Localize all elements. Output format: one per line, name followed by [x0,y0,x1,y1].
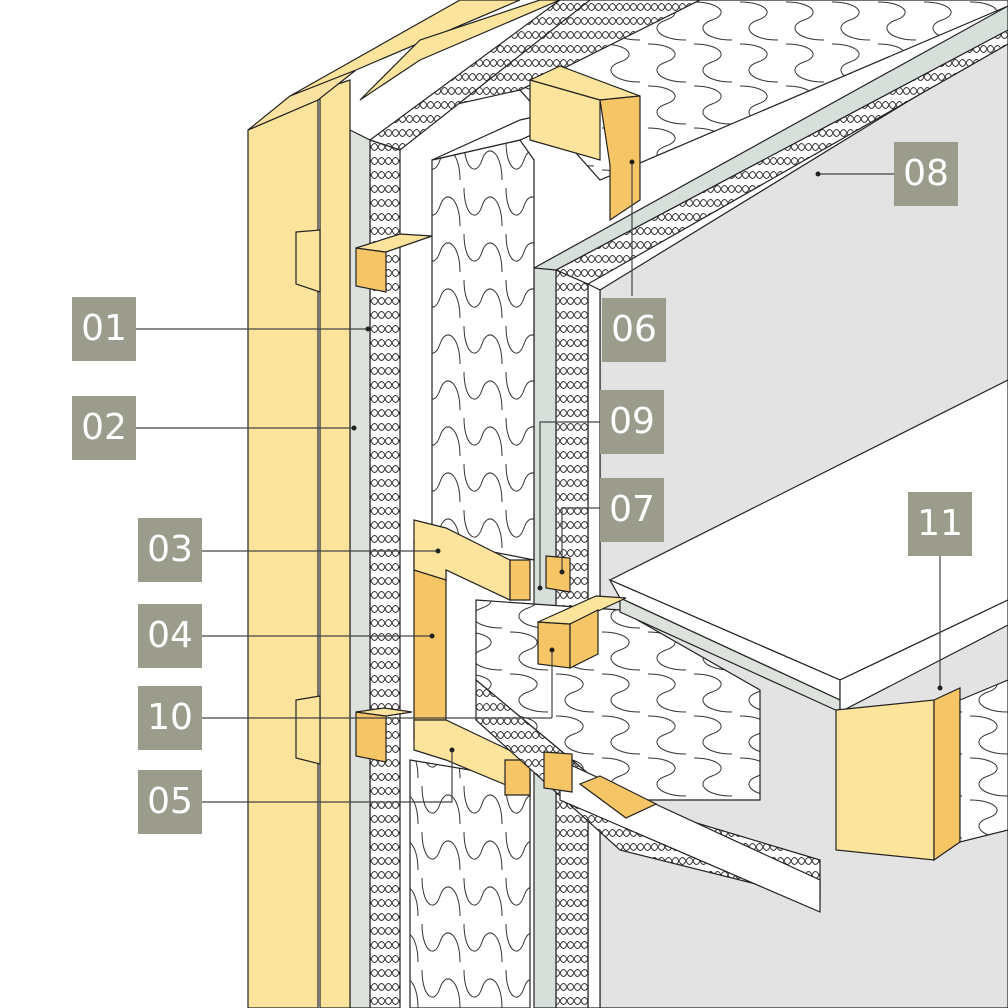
counter-batten [319,79,351,1008]
vapour-barrier-top [531,5,1008,271]
callout-09: 09 [600,390,664,454]
upper-clip-block-1 [295,229,321,293]
floor-rim-block-right [509,559,531,601]
ledger-block-top [537,595,627,625]
ledger-block-side [569,609,599,669]
floor-deck-right [839,599,1008,713]
lower-clip-block-1 [295,695,321,765]
leader-lines [136,162,941,803]
floor-joist-front [835,699,935,861]
callout-08: 08 [894,142,958,206]
wall-insulation-lower [409,759,531,1008]
upper-clip-block-2 [355,247,387,293]
lower-ledger-strip [578,775,658,819]
lower-clip-block-2 [355,711,387,763]
wall-insulation-upper [431,139,535,561]
ledger-block [537,621,571,669]
callout-10: 10 [138,686,202,750]
callout-07: 07 [600,478,664,542]
lower-ledger-block [543,751,573,793]
callout-11: 11 [908,492,972,556]
cladding-upper-strip-2 [359,0,561,101]
top-stud-side [599,95,641,222]
cladding-upper-strip [289,0,521,97]
callout-01: 01 [72,297,136,361]
lower-clip-block-2-top [355,707,413,717]
floor-joist-side [933,687,961,862]
leader-dots [351,159,943,753]
floor-rim-face [413,519,511,601]
callout-03: 03 [138,518,202,582]
callout-06: 06 [602,298,666,362]
ledger-block-small [545,555,571,593]
upper-clip-block-2-top [355,233,433,253]
floor-joist-right-insulation [959,679,1008,843]
callout-02: 02 [72,396,136,460]
callout-04: 04 [138,604,202,668]
callout-05: 05 [138,770,202,834]
exterior-fibre-board-top [368,0,591,151]
